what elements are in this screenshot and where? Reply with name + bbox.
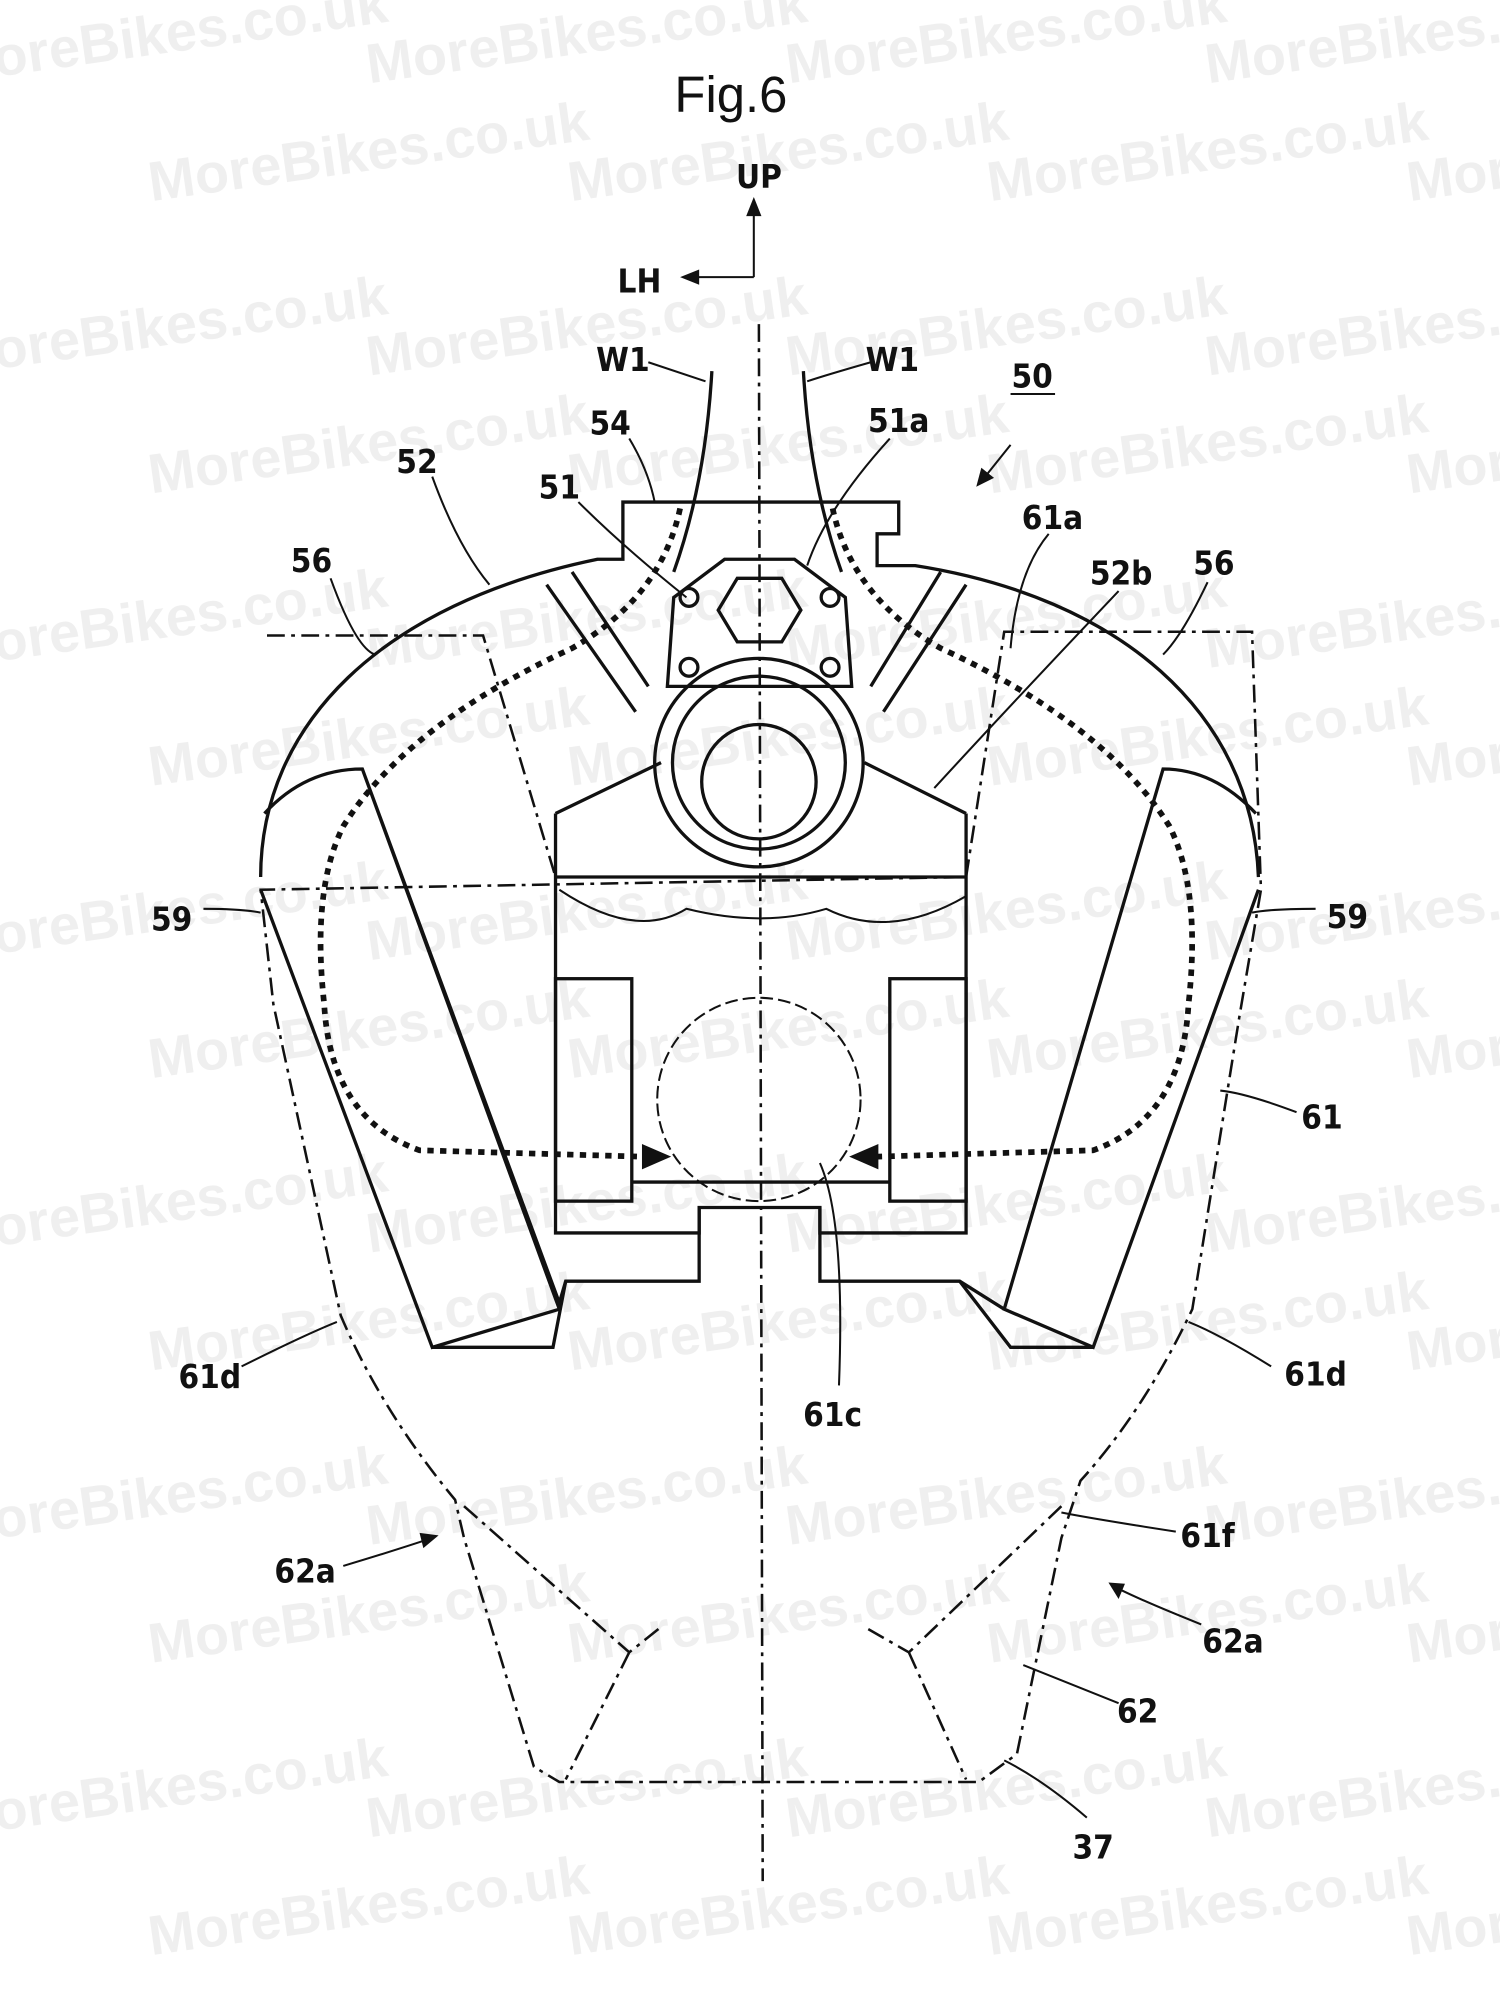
bolt <box>678 586 700 608</box>
direction-indicator: UP LH <box>618 157 782 300</box>
label-56-right: 56 <box>1193 544 1234 583</box>
leader-lines <box>203 361 1316 1819</box>
label-w1-left: W1 <box>596 340 649 379</box>
bolt <box>678 656 700 678</box>
watermark-text: MoreBikes.co.uk <box>0 1725 392 1849</box>
watermark-text: MoreBikes.co.uk <box>782 1433 1232 1557</box>
label-59-right: 59 <box>1327 897 1368 936</box>
label-54: 54 <box>590 404 631 443</box>
watermark-text: MoreBikes.co.uk <box>0 1433 392 1557</box>
up-label: UP <box>736 157 782 196</box>
bolt <box>819 586 841 608</box>
frame-body <box>553 761 968 1235</box>
centerline <box>757 324 764 1882</box>
head-pipe-outer <box>653 656 865 869</box>
label-52b: 52b <box>1090 554 1153 593</box>
frame-stays <box>545 571 968 713</box>
watermark-text: MoreBikes.co.uk <box>563 1258 1013 1382</box>
watermark-text: MoreBikes.co.uk <box>0 556 392 680</box>
right-airflow-path <box>829 507 1196 1160</box>
left-airflow-path <box>317 507 683 1160</box>
label-w1-right: W1 <box>866 340 919 379</box>
label-61d-left: 61d <box>178 1357 241 1396</box>
watermark-text: MoreBikes.co.uk <box>1201 263 1500 387</box>
watermark-text: MoreBikes.co.uk <box>1201 1433 1500 1557</box>
head-pipe-bore <box>700 722 818 841</box>
bolt <box>819 656 841 678</box>
cover-outline <box>259 630 1263 1784</box>
watermark-text: MoreBikes.co.uk <box>782 848 1232 972</box>
watermark-text: MoreBikes.co.uk <box>782 1140 1232 1264</box>
right-side-panel <box>818 767 1260 1350</box>
watermark-text: MoreBikes.co.uk <box>1201 0 1500 95</box>
watermark-text: MoreBikes.co.uk <box>983 1843 1433 1967</box>
tank-bottom-edge <box>432 1280 1094 1349</box>
watermark-text: MoreBikes.co.uk <box>563 673 1013 797</box>
left-arrow-head-icon <box>641 1143 672 1170</box>
watermark-text: MoreBikes.co.uk <box>144 966 594 1090</box>
hidden-circle <box>656 996 862 1203</box>
watermark-text: MoreBikes.co.uk <box>563 1843 1013 1967</box>
label-50: 50 <box>1011 357 1052 396</box>
watermark-text: MoreBikes.co.uk <box>563 89 1013 213</box>
watermark-text: MoreBikes.co.uk <box>144 1550 594 1674</box>
watermark-text: MoreBikes.co.uk <box>563 1550 1013 1674</box>
watermark-text: MoreBikes.co.uk <box>983 1258 1433 1382</box>
figure-title: Fig.6 <box>674 66 787 123</box>
tank-shell <box>258 500 1261 878</box>
lh-label: LH <box>618 261 662 300</box>
label-62a-left: 62a <box>274 1551 335 1590</box>
head-pipe <box>653 557 865 869</box>
label-51: 51 <box>539 467 580 506</box>
steering-stem <box>665 557 854 689</box>
stem-nut <box>716 576 803 644</box>
label-51a: 51a <box>868 401 929 440</box>
watermark-text: MoreBikes.co.uk <box>1201 556 1500 680</box>
watermark-text: MoreBikes.co.uk <box>0 848 392 972</box>
watermark-text: MoreBikes.co.uk <box>362 263 812 387</box>
label-52: 52 <box>396 442 437 481</box>
watermark-text: MoreBikes.co.uk <box>782 0 1232 95</box>
w1-wires <box>672 371 844 573</box>
watermark-text: MoreBikes.co.uk <box>1201 1140 1500 1264</box>
label-61c: 61c <box>803 1395 862 1434</box>
frame-wavy-line <box>558 888 967 923</box>
label-61: 61 <box>1301 1098 1342 1137</box>
label-62: 62 <box>1117 1691 1158 1730</box>
watermark-text: MoreBikes.co.uk <box>0 0 392 95</box>
label-37: 37 <box>1073 1827 1114 1866</box>
watermark-text: MoreBikes.co.uk <box>1201 1725 1500 1849</box>
watermark-text: MoreBikes.co.uk <box>362 1725 812 1849</box>
up-arrow-icon <box>746 197 762 217</box>
left-frame-block <box>553 977 634 1203</box>
left-arrow-icon <box>680 269 700 285</box>
watermark-text: MoreBikes.co.uk <box>0 263 392 387</box>
right-frame-block <box>888 977 968 1203</box>
lower-cover-inner-lines <box>463 1505 1063 1781</box>
reference-labels: W1 W1 50 54 51a 52 51 61a 52b 56 56 59 5… <box>151 340 1368 1866</box>
watermark-text: MoreBikes.co.uk <box>144 89 594 213</box>
label-61d-right: 61d <box>1284 1354 1347 1393</box>
left-side-panel <box>259 767 701 1350</box>
watermark-text: MoreBikes.co.uk <box>144 381 594 505</box>
watermark-text: MoreBikes.co.uk <box>983 89 1433 213</box>
watermark-text: MoreBikes.co.uk <box>144 673 594 797</box>
label-62a-right: 62a <box>1202 1621 1263 1660</box>
label-61a: 61a <box>1022 498 1083 537</box>
watermark-text: MoreBikes.co.uk <box>0 1140 392 1264</box>
head-pipe-ring <box>670 674 847 851</box>
watermark-text: MoreBikes.co.uk <box>144 1843 594 1967</box>
label-61f: 61f <box>1180 1516 1235 1555</box>
watermark-text: MoreBikes.co.uk <box>782 1725 1232 1849</box>
right-arrow-head-icon <box>849 1143 879 1170</box>
label-59-left: 59 <box>151 899 192 938</box>
watermark-text: MoreBikes.co.uk <box>983 381 1433 505</box>
label-56-left: 56 <box>291 541 332 580</box>
